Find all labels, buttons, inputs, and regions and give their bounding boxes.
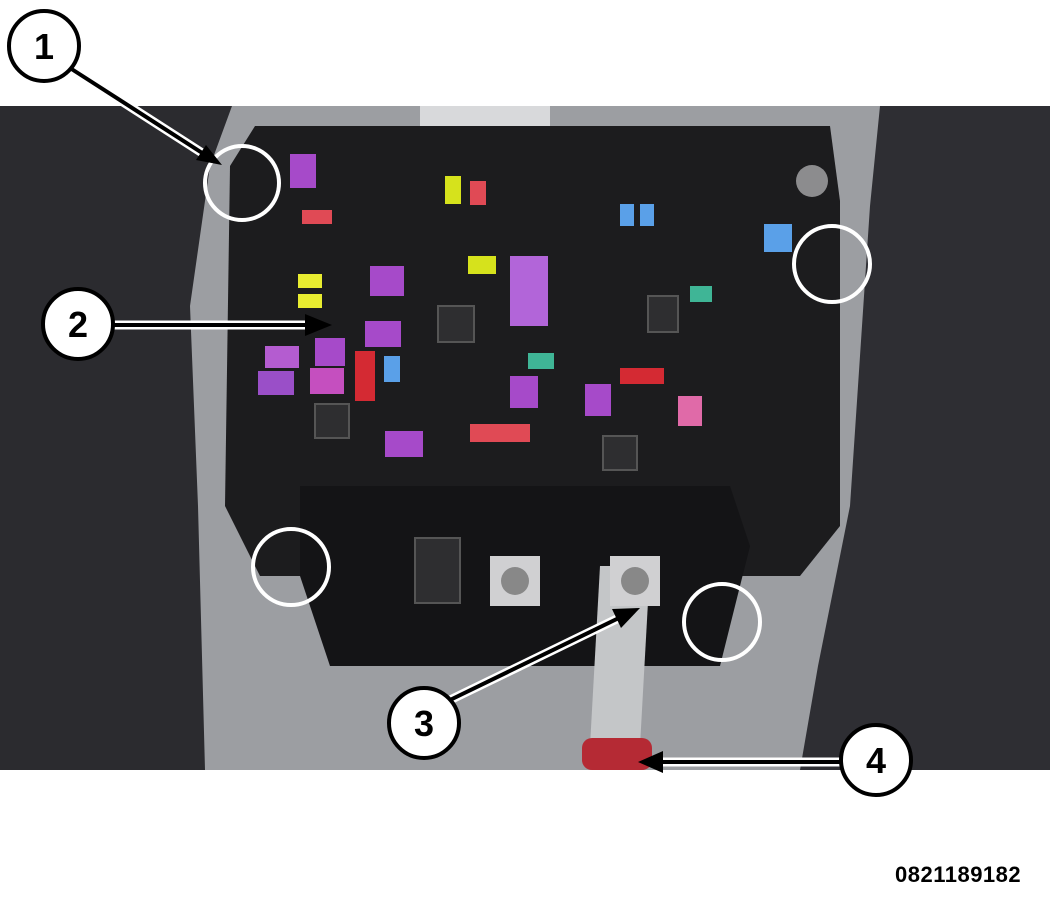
fuses [258, 154, 792, 457]
fuse-box-photo [0, 106, 1050, 770]
fuse-box-body [225, 126, 840, 576]
left-carpet [0, 106, 232, 770]
cable-boot [582, 738, 652, 770]
callout-1-label: 1 [34, 26, 54, 67]
right-carpet [800, 106, 1050, 770]
figure-number: 0821189182 [895, 862, 1022, 887]
callout-1: 1 [7, 9, 81, 83]
